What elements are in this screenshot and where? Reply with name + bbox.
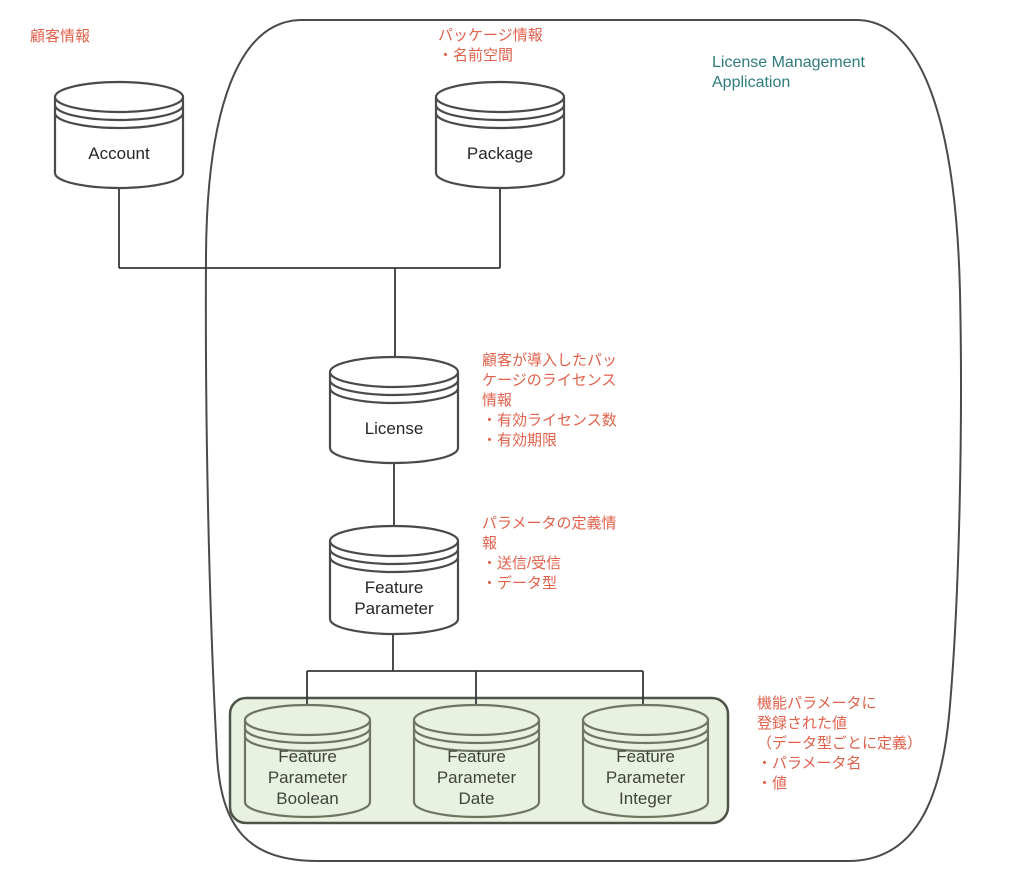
account-annotation: 顧客情報 [30, 28, 91, 45]
feature-parameter-boolean-label: Feature Parameter Boolean [267, 747, 348, 808]
account-cylinder [53, 80, 185, 190]
feature-parameter-integer-label: Feature Parameter Integer [605, 747, 686, 808]
package-label: Package [466, 144, 534, 163]
feature-parameter-date-cylinder [412, 703, 541, 819]
application-title: License Management Application [712, 54, 865, 91]
license-annotation: 顧客が導入したパッ ケージのライセンス 情報 ・有効ライセンス数 ・有効期限 [482, 352, 618, 449]
feature-parameter-values-annotation: 機能パラメータに 登録された値 （データ型ごとに定義） ・パラメータ名 ・値 [757, 695, 923, 792]
license-label: License [364, 419, 424, 438]
license-cylinder [328, 355, 460, 465]
feature-parameter-integer-cylinder [581, 703, 710, 819]
feature-parameter-annotation: パラメータの定義情 報 ・送信/受信 ・データ型 [482, 515, 617, 592]
feature-parameter-boolean-cylinder [243, 703, 372, 819]
feature-parameter-cylinder [328, 524, 460, 636]
account-label: Account [88, 144, 150, 163]
package-annotation: パッケージ情報 ・名前空間 [438, 27, 543, 64]
feature-parameter-label: Feature Parameter [354, 578, 434, 618]
feature-parameter-date-label: Feature Parameter Date [436, 747, 517, 808]
package-cylinder [434, 80, 566, 190]
application-boundary-shape [204, 19, 962, 862]
